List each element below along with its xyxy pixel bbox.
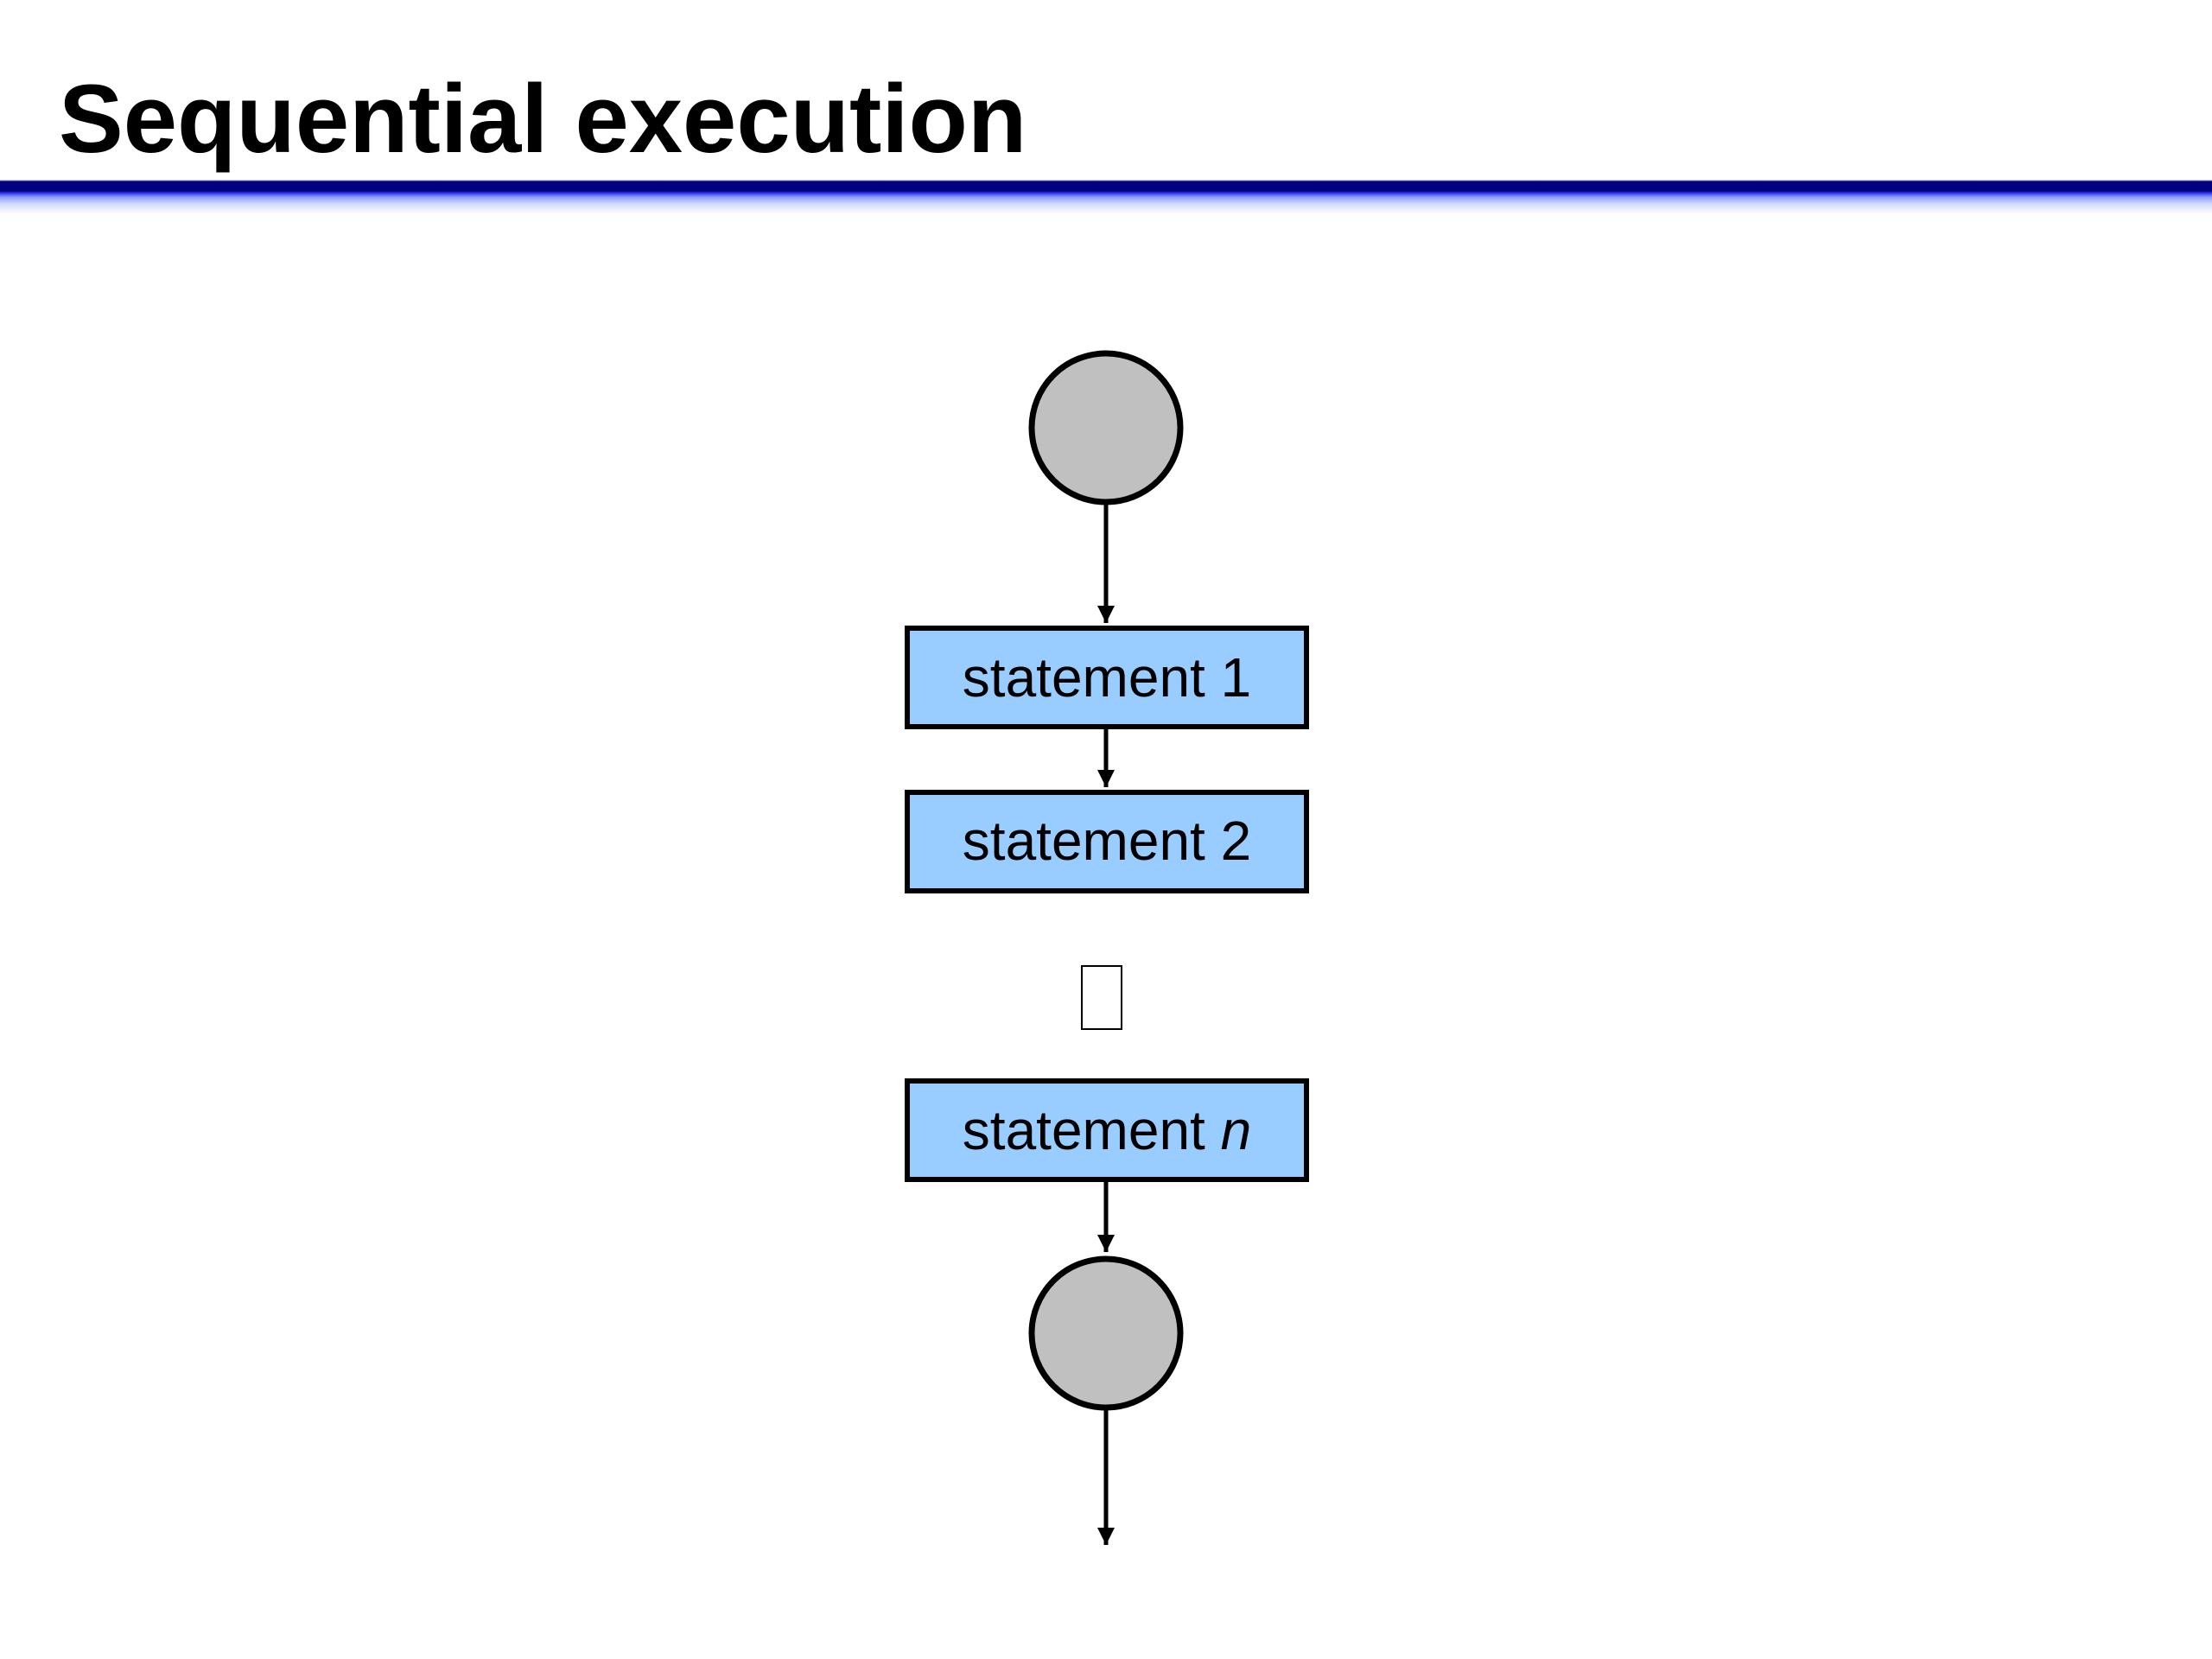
start-node	[1028, 350, 1184, 505]
title-rule	[0, 180, 2212, 214]
statement-2-label: statement 2	[963, 810, 1251, 872]
slide-title: Sequential execution	[59, 65, 1027, 173]
statement-2-box	[905, 790, 1309, 893]
statement-1-label: statement 1	[963, 646, 1251, 709]
end-node	[1028, 1255, 1184, 1411]
ellipsis-glyph-icon	[1081, 965, 1122, 1030]
statement-1-box	[905, 626, 1309, 729]
statement-n-box	[905, 1078, 1309, 1182]
statement-n-label: statement n	[963, 1099, 1251, 1161]
